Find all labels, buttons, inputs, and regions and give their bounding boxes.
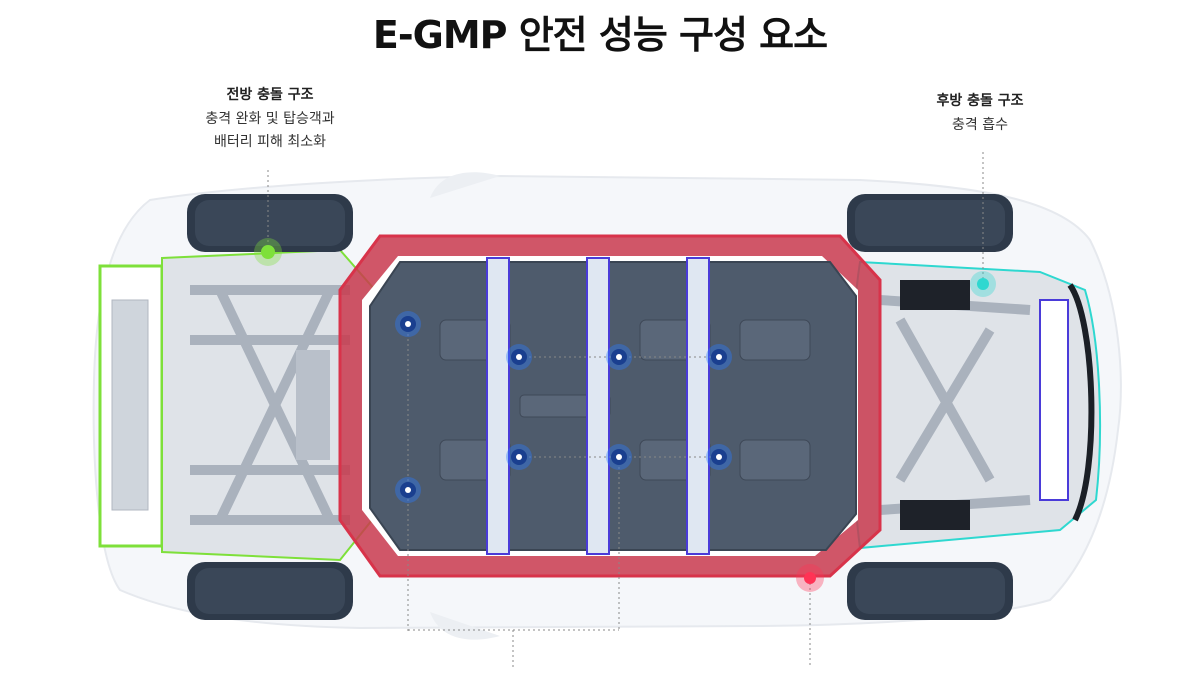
mount-bolt-icon (706, 344, 732, 370)
mount-bolt-icon (706, 444, 732, 470)
wheel-rear-left-icon (847, 194, 1013, 252)
front-crash-heading: 전방 충돌 구조 (226, 87, 314, 103)
rear-crash-desc-line1: 충격 흡수 (952, 117, 1008, 133)
front-crash-callout: 전방 충돌 구조 충격 완화 및 탑승객과 배터리 피해 최소화 (150, 84, 390, 154)
cross-member-3 (686, 257, 710, 555)
rear-crash-callout: 후방 충돌 구조 충격 흡수 (890, 90, 1070, 137)
mount-bolt-icon (506, 344, 532, 370)
marker-rear-dot-icon (970, 271, 996, 297)
page-title: E-GMP 안전 성능 구성 요소 (372, 13, 828, 57)
wheel-rear-right-icon (847, 562, 1013, 620)
marker-frame-dot-icon (796, 564, 824, 592)
mirror-right (430, 612, 500, 640)
cross-members (486, 257, 710, 555)
wheel-front-right-icon (187, 562, 353, 620)
rear-crash-heading: 후방 충돌 구조 (936, 93, 1024, 109)
cross-member-2 (586, 257, 610, 555)
mount-bolt-icon (606, 444, 632, 470)
front-crash-structure (98, 248, 382, 562)
front-crash-desc-line1: 충격 완화 및 탑승객과 (205, 111, 335, 127)
mount-bolt-icon (606, 344, 632, 370)
mount-bolt-icon (506, 444, 532, 470)
battery-mount-points (395, 311, 732, 503)
wheel-front-left-icon (187, 194, 353, 252)
rear-crash-structure (850, 260, 1102, 550)
mirror-left (430, 172, 500, 198)
front-crash-desc-line2: 배터리 피해 최소화 (214, 134, 326, 150)
cross-member-1 (486, 257, 510, 555)
marker-front-dot-icon (254, 238, 282, 266)
mount-bolt-icon (395, 477, 421, 503)
battery-pack (369, 261, 857, 551)
mount-bolt-icon (395, 311, 421, 337)
